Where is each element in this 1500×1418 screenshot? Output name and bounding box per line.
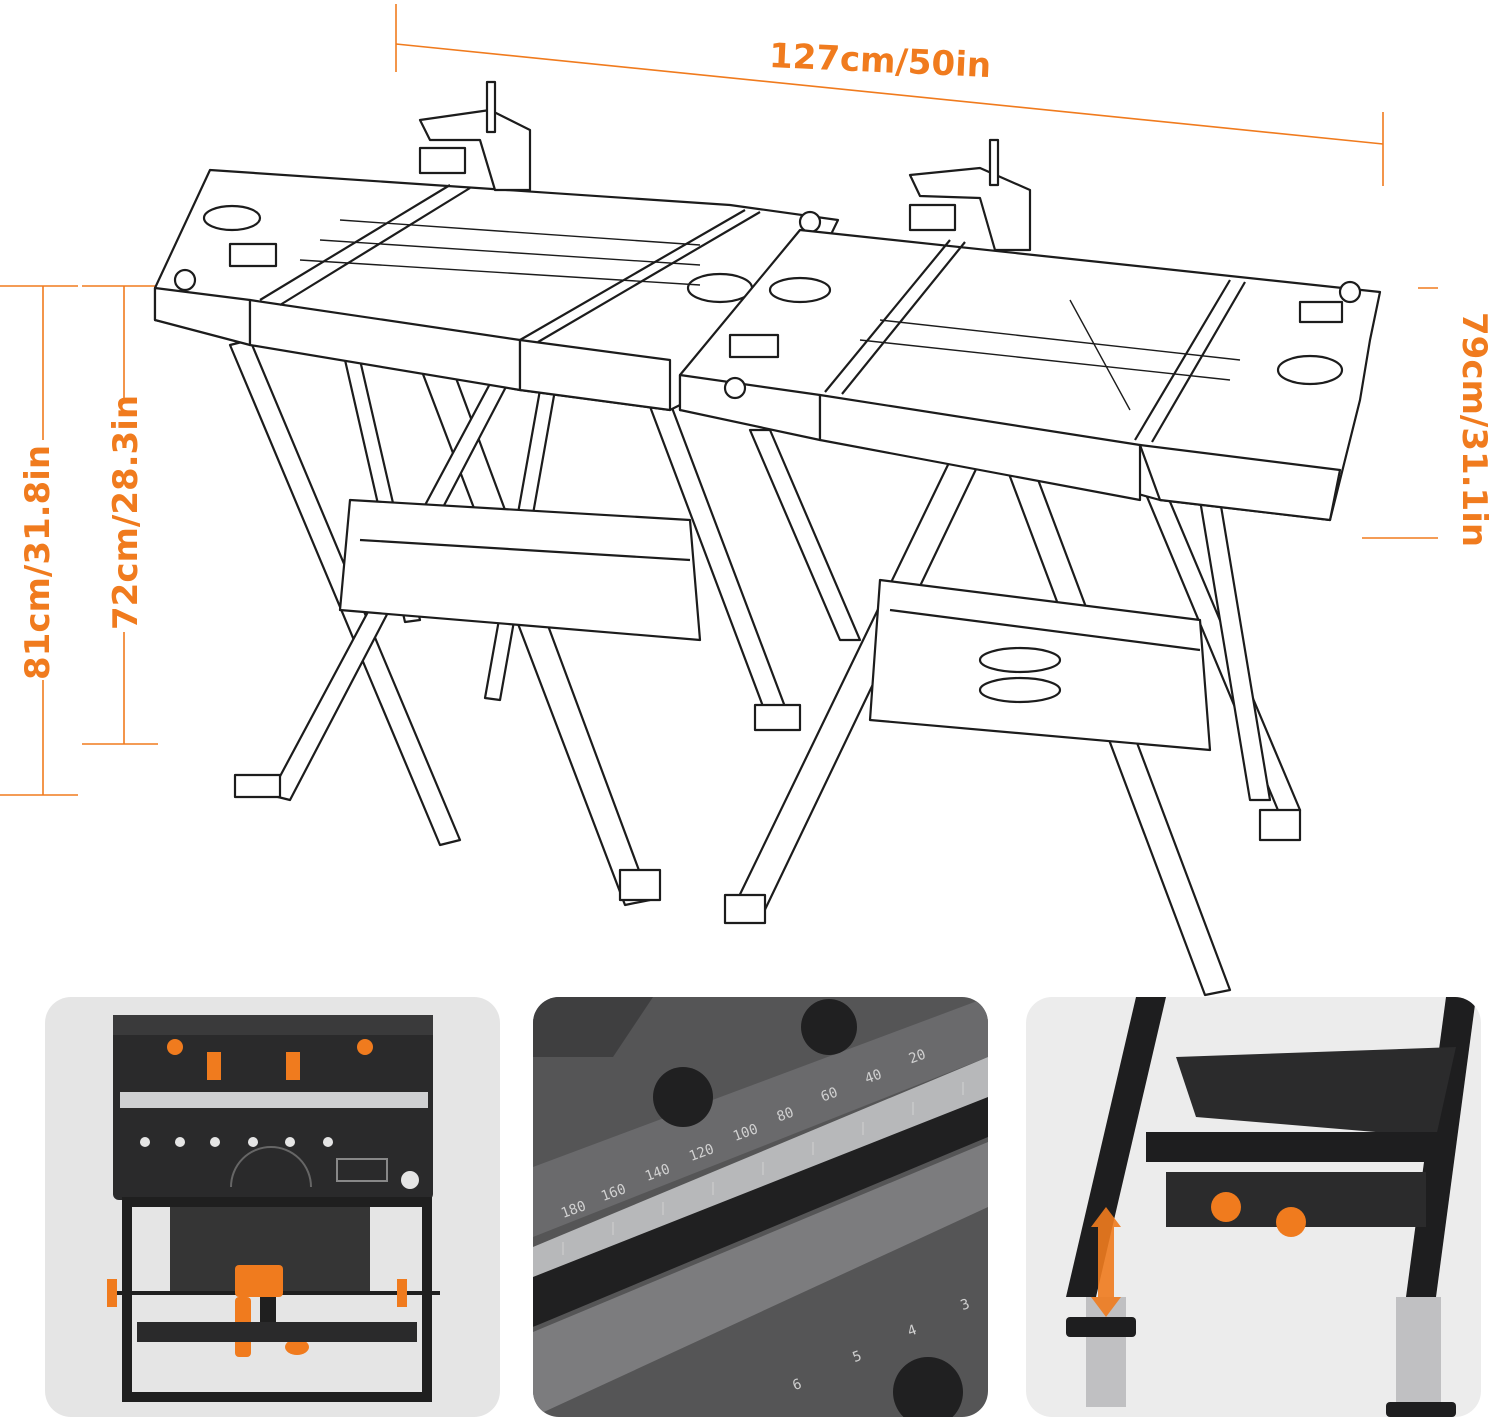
left-bench-top [153, 80, 840, 412]
outer-height-dimension-label: 81cm/31.8in [18, 444, 58, 680]
right-bench-top [678, 138, 1382, 522]
height-adjust-icon [1066, 997, 1476, 1417]
dimension-lines [0, 4, 1438, 796]
right-bench-legs [723, 428, 1302, 997]
ruler-icon [533, 997, 988, 1417]
inner-height-dimension-label: 72cm/28.3in [106, 394, 146, 630]
right-height-dimension-label: 79cm/31.1in [1454, 312, 1494, 548]
left-bench-legs [228, 333, 802, 907]
workbench-line-drawing [0, 4, 1438, 997]
ruler-closeup-thumbnail [533, 997, 988, 1417]
adjustable-leg-thumbnail [1026, 997, 1481, 1417]
folded-bench-icon [107, 1015, 440, 1402]
folded-workbench-thumbnail [45, 997, 500, 1417]
